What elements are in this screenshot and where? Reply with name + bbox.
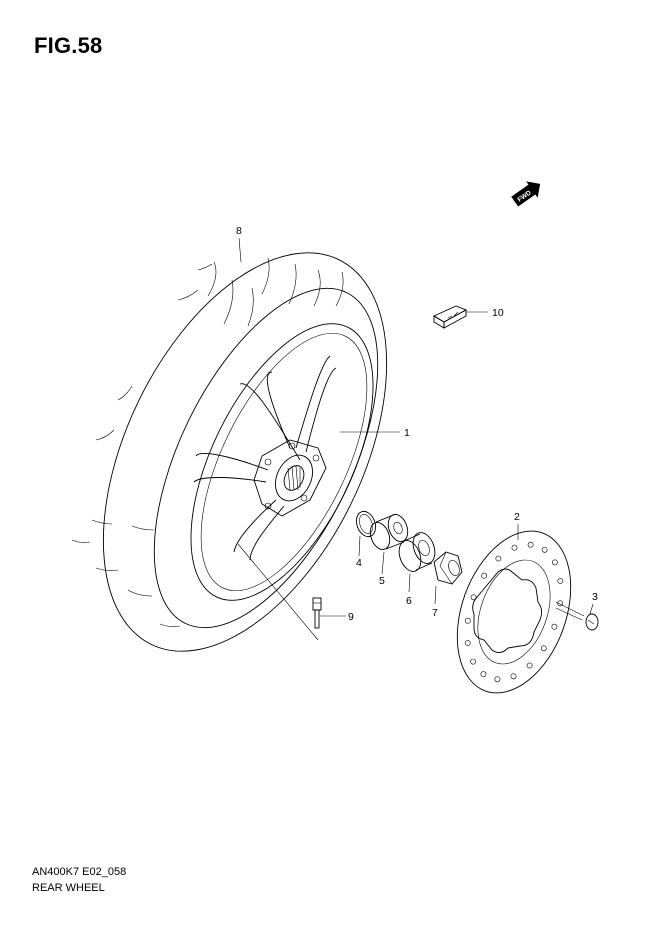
disc-bolt [555, 601, 599, 631]
callout-10: 10 [492, 307, 504, 319]
disc-hole [480, 671, 487, 678]
o-ring [355, 510, 377, 538]
drawing-code: AN400K7 E02_058 [32, 866, 127, 878]
disc-hole [526, 662, 533, 669]
leader-lines [237, 237, 594, 641]
spacer [369, 513, 409, 550]
callout-5: 5 [379, 575, 385, 587]
disc-hole [481, 572, 488, 579]
callout-2: 2 [514, 511, 520, 523]
fwd-direction-icon: FWD [511, 181, 541, 207]
callout-7: 7 [432, 607, 438, 619]
tire-valve [312, 597, 322, 629]
disc-hole [464, 617, 471, 624]
collar [398, 532, 436, 572]
axle-nut [433, 551, 463, 585]
disc-hole [470, 594, 477, 601]
wheel-hub [253, 439, 327, 517]
tire [71, 252, 388, 652]
disc-hole [527, 541, 534, 548]
callout-1: 1 [404, 427, 410, 439]
disc-hole [464, 640, 471, 646]
callout-8: 8 [236, 225, 242, 237]
disc-hole [470, 658, 476, 665]
callout-4: 4 [356, 557, 362, 569]
wheel-rim [190, 323, 374, 601]
figure-caption: REAR WHEEL [32, 882, 105, 894]
disc-hole [494, 676, 501, 683]
figure-title: FIG.58 [34, 33, 103, 58]
disc-hole [552, 559, 558, 566]
brake-disc [456, 530, 572, 694]
disc-hole [541, 546, 548, 553]
callout-3: 3 [592, 591, 598, 603]
disc-hole [557, 578, 564, 584]
balancer-weight [433, 305, 468, 329]
disc-hole [540, 645, 547, 652]
disc-hole [551, 623, 558, 630]
disc-hole [511, 544, 518, 551]
callout-9: 9 [348, 611, 354, 623]
disc-hole [495, 555, 502, 562]
disc-hole [557, 600, 564, 607]
disc-hole [510, 673, 517, 680]
callout-labels: 8 1 2 3 4 5 6 7 9 10 [236, 225, 598, 623]
callout-6: 6 [406, 595, 412, 607]
